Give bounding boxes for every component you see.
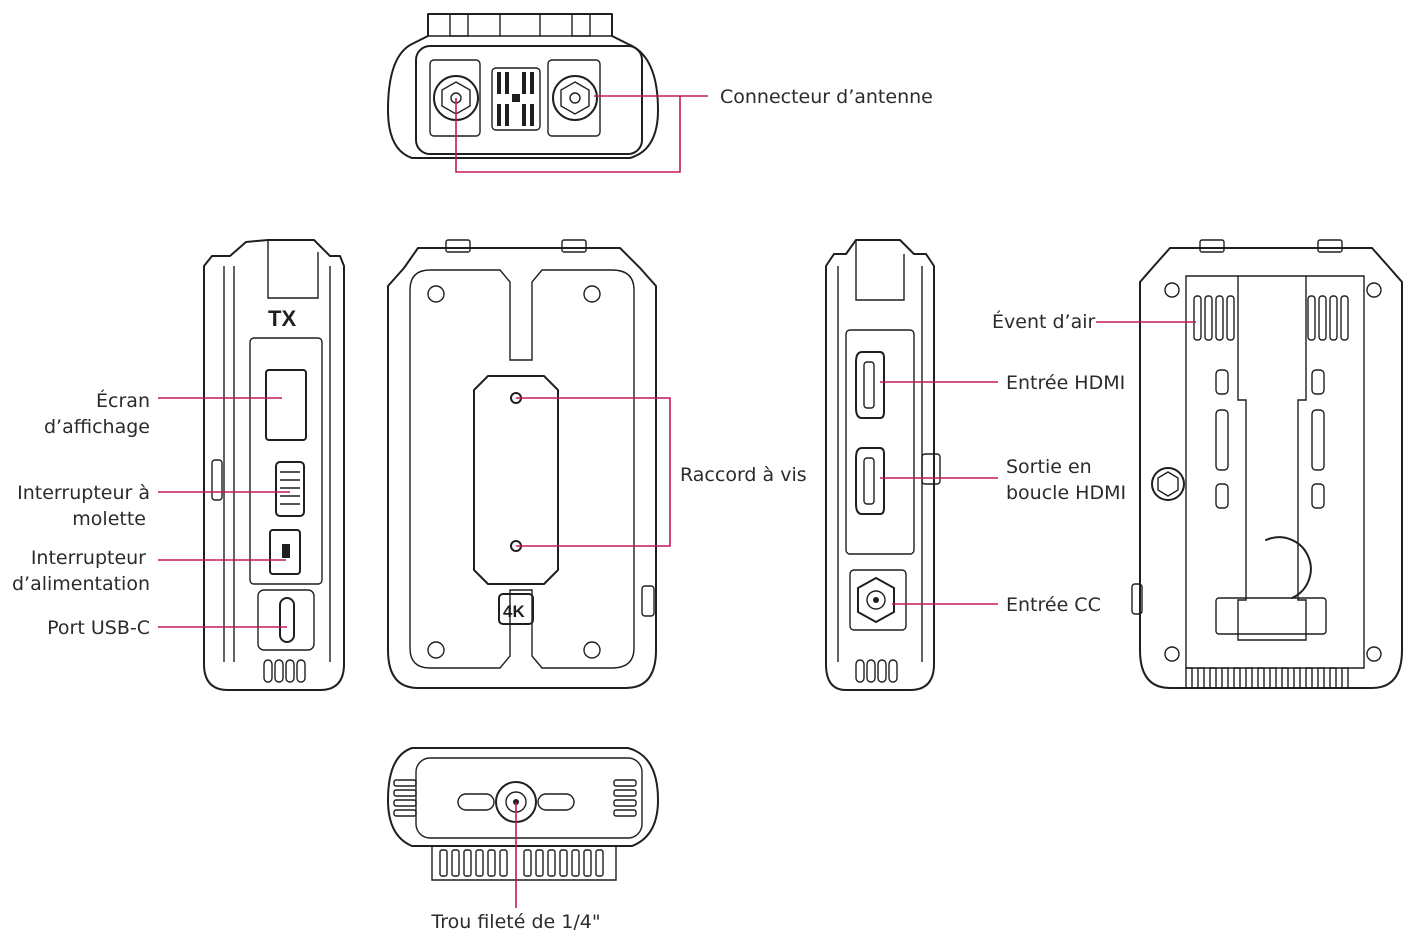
usb-c-port [279, 597, 295, 643]
label-air-vent: Évent d’air [992, 310, 1095, 333]
side-vent [263, 659, 306, 683]
label-screw-mount: Raccord à vis [680, 464, 807, 486]
leader-antenna [455, 95, 708, 173]
label-display-l2: d’affichage [44, 416, 150, 438]
air-vent [1193, 295, 1349, 341]
label-threaded-hole: Trou fileté de 1/4" [430, 911, 600, 933]
label-power-l2: d’alimentation [12, 573, 150, 595]
front-view: 4K [387, 239, 657, 689]
dc-input-port [849, 569, 907, 631]
label-hdmi-input: Entrée HDMI [1006, 372, 1125, 394]
bottom-vent-left [393, 779, 417, 817]
label-power-l1: Interrupteur [31, 547, 146, 569]
label-usb-c: Port USB-C [47, 617, 150, 639]
label-jog-l1: Interrupteur à [17, 482, 150, 504]
bottom-view [387, 747, 659, 881]
leader-screw-mount [516, 397, 671, 547]
label-hdmi-loop-l2: boucle HDMI [1006, 482, 1126, 504]
left-side-view: TX [203, 239, 345, 691]
back-fins [1185, 667, 1349, 689]
label-antenna-connector: Connecteur d’antenne [720, 86, 933, 108]
hdmi-loop-port [855, 447, 885, 515]
tx-mark: TX [268, 306, 296, 331]
jog-wheel [275, 461, 305, 517]
display-screen [265, 369, 307, 441]
top-view [387, 13, 659, 159]
side-vent-right [855, 659, 898, 683]
back-view [1131, 239, 1403, 689]
four-k-mark: 4K [503, 602, 525, 621]
hdmi-input-port [855, 351, 885, 419]
top-vent [491, 67, 541, 131]
label-hdmi-loop-l1: Sortie en [1006, 456, 1092, 478]
bottom-fins [439, 849, 604, 877]
right-side-view [825, 239, 941, 691]
label-dc-input: Entrée CC [1006, 594, 1101, 616]
power-switch [269, 529, 301, 575]
antenna-connector-right [552, 75, 598, 121]
label-display-l1: Écran [96, 389, 150, 412]
bottom-vent-right [613, 779, 637, 817]
label-jog-l2: molette [72, 508, 146, 530]
